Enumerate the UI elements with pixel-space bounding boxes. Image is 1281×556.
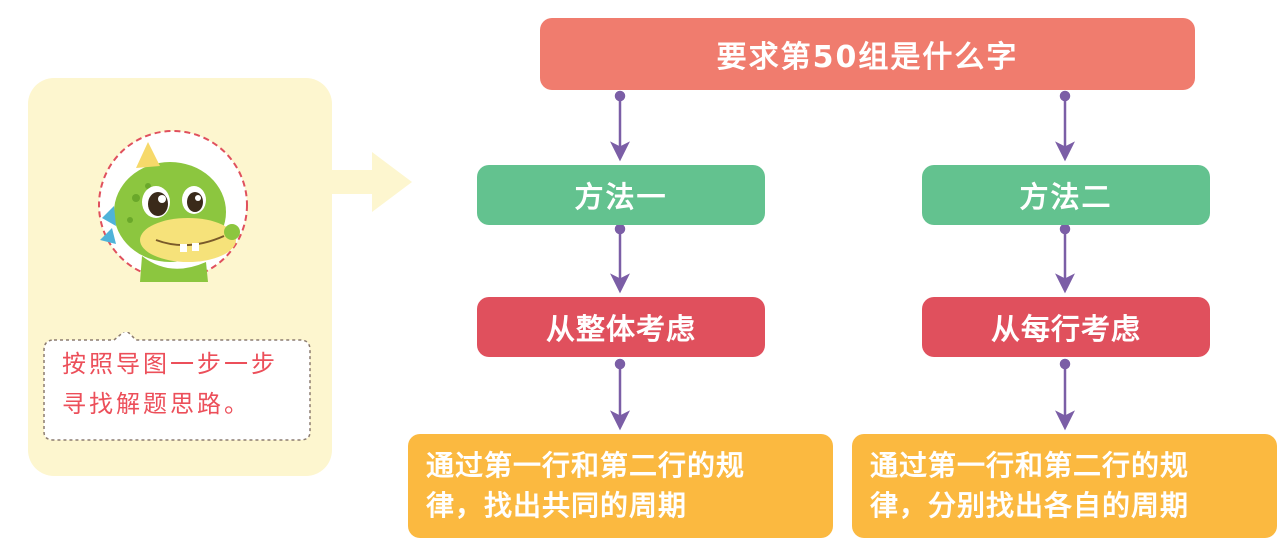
root-node: 要求第50组是什么字 — [540, 18, 1195, 90]
description-1-line-1: 通过第一行和第二行的规 — [426, 449, 746, 482]
connector-dot — [614, 223, 626, 235]
description-1-line-2: 律，找出共同的周期 — [426, 489, 688, 522]
speech-bubble — [43, 332, 311, 441]
dinosaur-mascot-icon — [98, 130, 248, 282]
description-2-line-1: 通过第一行和第二行的规 — [870, 449, 1190, 482]
method-node-1: 方法一 — [477, 165, 765, 225]
method-node-2: 方法二 — [922, 165, 1210, 225]
tip-text: 按照导图一步一步 寻找解题思路。 — [62, 344, 314, 424]
connector-dot — [1059, 223, 1071, 235]
view-node-2: 从每行考虑 — [922, 297, 1210, 357]
connector-dot — [1059, 90, 1071, 102]
tip-line-2: 寻找解题思路。 — [62, 390, 251, 418]
view-node-1: 从整体考虑 — [477, 297, 765, 357]
connector-dot — [1059, 358, 1071, 370]
description-node-2: 通过第一行和第二行的规 律，分别找出各自的周期 — [852, 434, 1277, 538]
description-2-line-2: 律，分别找出各自的周期 — [870, 489, 1190, 522]
connector-dot — [614, 90, 626, 102]
description-node-1: 通过第一行和第二行的规 律，找出共同的周期 — [408, 434, 833, 538]
connector-dot — [614, 358, 626, 370]
tip-line-1: 按照导图一步一步 — [62, 350, 278, 378]
right-arrow-icon — [332, 152, 412, 212]
